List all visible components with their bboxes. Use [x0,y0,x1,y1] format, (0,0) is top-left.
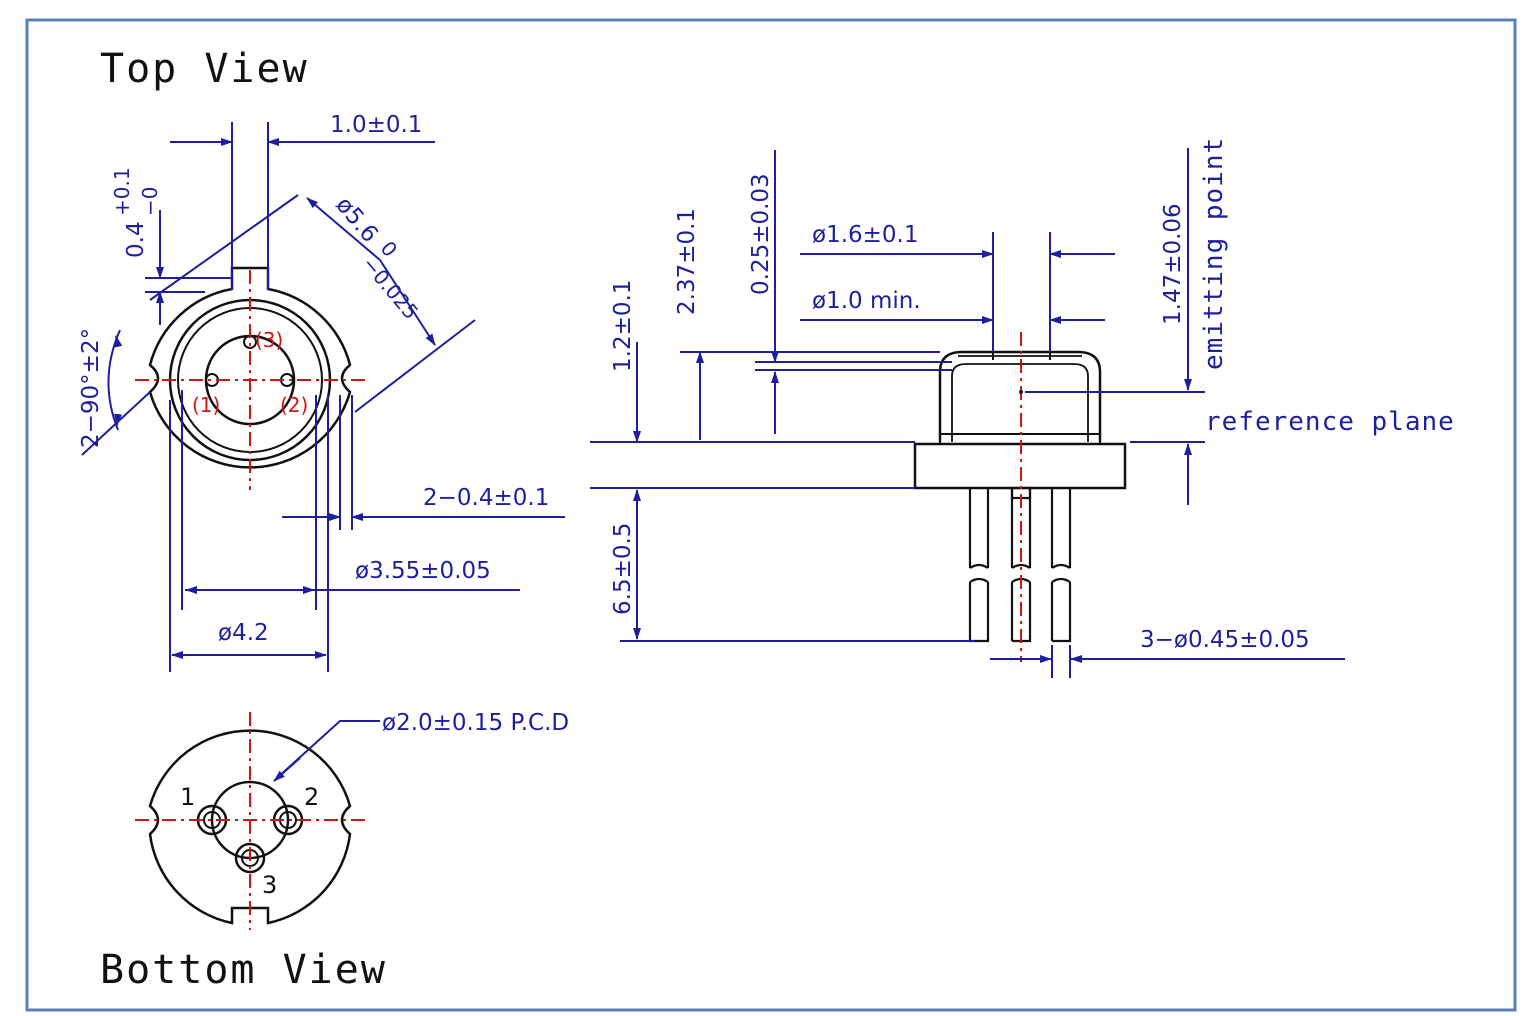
dim-slot-width: 1.0±0.1 [330,112,422,138]
dim-flange-height: 1.2±0.1 [610,280,636,372]
top-view-pin-label-1: (1) [192,393,220,417]
dim-notch-angle: 2−90°±2° [78,328,104,448]
svg-text:ø5.6: ø5.6 [330,192,382,248]
bottom-view-pin-number-1: 1 [180,783,195,811]
dim-pcd: ø2.0±0.15 P.C.D [382,710,569,736]
dim-notch-width: 2−0.4±0.1 [423,485,549,511]
drawing-border [25,18,1517,1012]
dim-body-diameter: ø4.2 [218,620,269,646]
dim-emitting-point: 1.47±0.06 [1160,203,1186,325]
dim-lead-diameter: 3−ø0.45±0.05 [1140,627,1310,653]
dim-outer-diameter: ø5.6 0 −0.025 [330,192,423,324]
side-view [590,148,1345,678]
side-view-leads [968,486,1072,643]
bottom-view-pin-3 [234,842,266,874]
dim-slot-depth: 0.4 +0.1 −0 [110,167,162,258]
bottom-view-outline [148,729,352,925]
svg-text:0.4: 0.4 [123,221,149,258]
top-view [81,122,565,672]
svg-text:−0.025: −0.025 [357,252,423,324]
dim-window-thickness: 0.25±0.03 [748,173,774,295]
dim-aperture-diameter: ø1.0 min. [812,288,921,314]
top-view-pin-label-3: (3) [255,328,283,352]
top-view-outer-body [148,266,352,469]
top-view-pin-label-2: (2) [280,393,308,417]
dim-window-diameter: ø1.6±0.1 [812,222,919,248]
bottom-view [135,712,380,930]
dim-cap-diameter: ø3.55±0.05 [355,558,491,584]
emitting-point-label: emitting point [1199,137,1229,370]
bottom-view-pin-number-2: 2 [304,783,319,811]
svg-text:−0: −0 [138,187,162,216]
bottom-view-pin-number-3: 3 [262,871,277,899]
svg-text:+0.1: +0.1 [110,167,134,216]
reference-plane-label: reference plane [1205,407,1455,437]
dim-total-height: 2.37±0.1 [674,208,700,315]
dim-lead-length: 6.5±0.5 [610,523,636,615]
bottom-view-title: Bottom View [100,947,387,993]
top-view-title: Top View [100,46,309,92]
